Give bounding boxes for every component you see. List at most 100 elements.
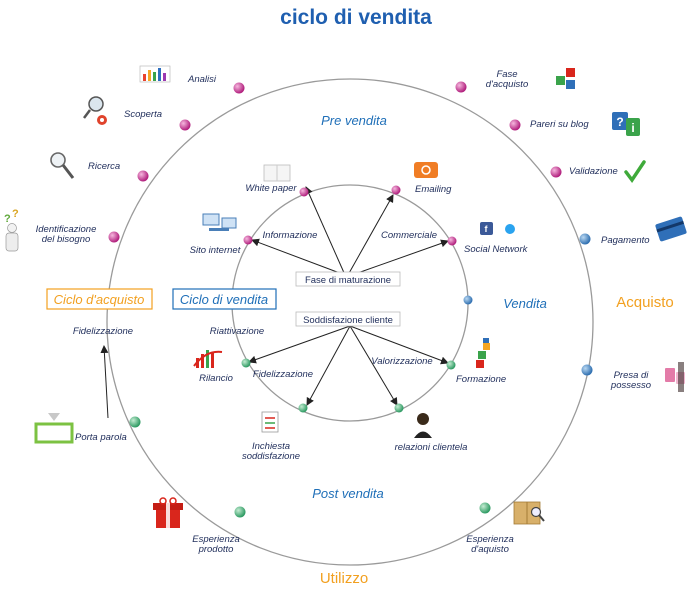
arrow-inchiesta <box>306 325 351 406</box>
document-icon <box>263 164 291 182</box>
ricerca-label: Ricerca <box>88 161 120 172</box>
dot-fase-acquisto <box>455 81 467 93</box>
vendita-label: Vendita <box>503 296 547 311</box>
esperienza-prodotto-label-2: prodotto <box>198 544 234 555</box>
inchiesta-label-1: Inchiesta <box>252 441 290 452</box>
analisi-label: Analisi <box>187 74 217 85</box>
checklist-icon <box>261 411 279 433</box>
chart-icon <box>139 65 171 83</box>
riattivazione-label: Riattivazione <box>210 326 264 337</box>
dot-ricerca <box>137 170 149 182</box>
rilancio-label: Rilancio <box>199 373 233 384</box>
social-network-label: Social Network <box>464 244 529 255</box>
svg-text:?: ? <box>12 208 19 220</box>
svg-text:?: ? <box>616 115 623 129</box>
utilizzo-label: Utilizzo <box>320 570 368 587</box>
presa-possesso-label-2: possesso <box>610 380 651 391</box>
sito-internet-label: Sito internet <box>190 245 241 256</box>
training-icon <box>476 338 490 368</box>
formazione-label: Formazione <box>456 374 506 385</box>
dot-porta-parola <box>129 416 141 428</box>
dot-sito-internet <box>243 235 253 245</box>
identificazione-label-2: del bisogno <box>42 234 91 245</box>
ciclo-acquisto-box <box>46 288 153 310</box>
outer-ring <box>106 78 594 566</box>
arrow-fidelizzazione <box>100 345 109 419</box>
commerciale-label: Commerciale <box>381 230 437 241</box>
dot-pareri <box>509 119 521 131</box>
dot-emailing <box>391 185 401 195</box>
white-paper-label: White paper <box>245 183 297 194</box>
fase-maturazione-label: Fase di maturazione <box>305 275 391 286</box>
scoperta-label: Scoperta <box>124 109 162 120</box>
computer-icon <box>202 213 237 231</box>
pre-vendita-label: Pre vendita <box>321 113 387 128</box>
dot-esperienza-acquisto <box>479 502 491 514</box>
thinking-person-icon: ? ? <box>4 208 19 252</box>
esperienza-acquisto-label-1: Esperienza <box>466 534 514 545</box>
fidelizzazione-outer-label: Fidelizzazione <box>73 326 133 337</box>
pareri-label: Pareri su blog <box>530 119 589 130</box>
dot-analisi <box>233 82 245 94</box>
svg-text:?: ? <box>4 213 11 225</box>
dot-validazione <box>550 166 562 178</box>
dot-inchiesta <box>298 403 308 413</box>
social-network-icon: f <box>480 222 515 235</box>
soddisfazione-label: Soddisfazione cliente <box>303 315 393 326</box>
credit-card-icon <box>655 216 687 242</box>
inner-dots <box>241 185 473 413</box>
inchiesta-label-2: soddisfazione <box>242 451 300 462</box>
svg-text:i: i <box>631 121 634 135</box>
outer-dots <box>108 81 593 518</box>
dot-pagamento <box>579 233 591 245</box>
relazioni-clientela-label: relazioni clientela <box>395 442 468 453</box>
buying-stage-icon <box>556 68 575 89</box>
valorizzazione-label: Valorizzazione <box>371 356 432 367</box>
dot-rilancio <box>241 358 251 368</box>
dot-scoperta <box>179 119 191 131</box>
dot-esperienza-prodotto <box>234 506 246 518</box>
validazione-label: Validazione <box>569 166 618 177</box>
shopping-person-icon <box>665 362 685 392</box>
dot-identificazione <box>108 231 120 243</box>
search-icon <box>50 152 75 179</box>
ciclo-vendita-box <box>172 288 277 310</box>
dot-relazioni <box>394 403 404 413</box>
arrow-rilancio <box>248 325 351 364</box>
growth-chart-icon <box>193 350 223 368</box>
post-vendita-label: Post vendita <box>312 486 384 501</box>
email-icon <box>414 162 438 178</box>
arrow-white-paper <box>305 186 346 276</box>
identificazione-label-1: Identificazione <box>36 224 97 235</box>
gift-icon <box>153 497 183 528</box>
arrow-formazione <box>349 325 449 365</box>
ciclo-acquisto-label: Ciclo d'acquisto <box>54 292 145 307</box>
informazione-label: Informazione <box>263 230 318 241</box>
fidelizzazione-inner-label: Fidelizzazione <box>253 369 313 380</box>
speech-bubble-icon <box>34 413 74 444</box>
esperienza-prodotto-label-1: Esperienza <box>192 534 240 545</box>
arrow-sito-internet <box>251 238 346 276</box>
operator-icon <box>414 413 432 438</box>
dot-formazione <box>446 360 456 370</box>
arrow-emailing <box>347 194 394 276</box>
esperienza-acquisto-label-2: d'aquisto <box>471 544 509 555</box>
dot-social-network <box>447 236 457 246</box>
acquisto-label: Acquisto <box>616 294 674 311</box>
ciclo-vendita-label: Ciclo di vendita <box>180 292 268 307</box>
fase-maturazione-box <box>295 271 401 287</box>
soddisfazione-box <box>295 311 401 327</box>
fase-acquisto-label-2: d'acquisto <box>486 79 528 90</box>
emailing-label: Emailing <box>415 184 452 195</box>
arrows <box>100 186 449 419</box>
presa-possesso-label-1: Presa di <box>614 370 650 381</box>
dot-presa-possesso <box>581 364 593 376</box>
porta-parola-label: Porta parola <box>75 432 127 443</box>
fase-acquisto-label-1: Fase <box>496 69 517 80</box>
checkmark-icon <box>624 160 646 184</box>
dot-vendita <box>463 295 473 305</box>
package-icon <box>513 501 545 525</box>
magnifier-gear-icon <box>83 96 107 125</box>
arrow-social-network <box>351 239 449 276</box>
